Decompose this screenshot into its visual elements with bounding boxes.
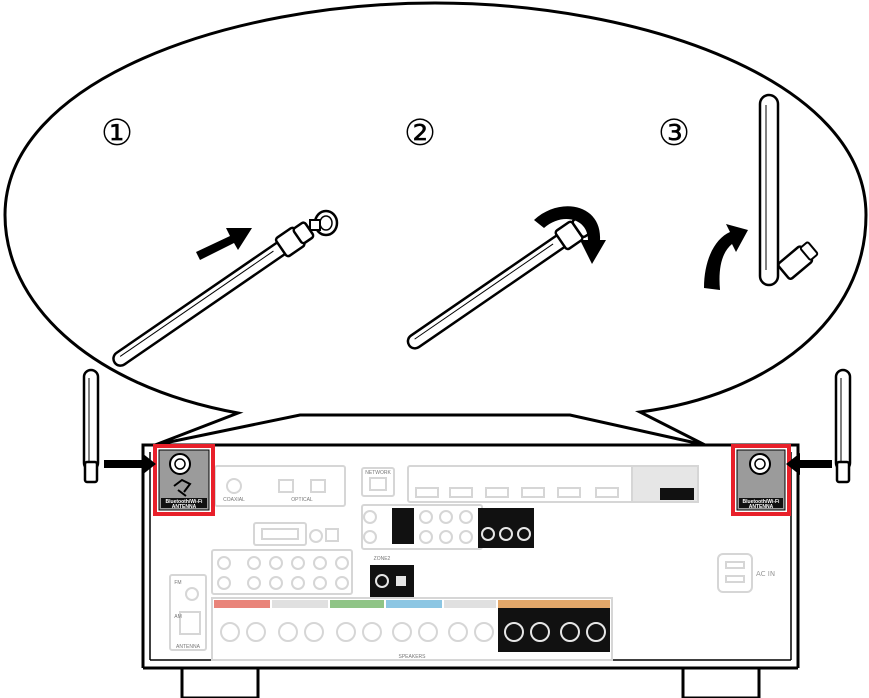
step-number-3: ③ (658, 113, 690, 154)
insert-arrow-right-icon (786, 453, 832, 475)
bend-arrow-icon (704, 224, 748, 290)
zone2-label: ZONE2 (374, 556, 391, 562)
antenna-left-label: Bluetooth/Wi-Fi (166, 499, 204, 505)
external-antenna-left (82, 368, 100, 484)
antenna-terminal-right: Bluetooth/Wi-Fi ANTENNA (731, 444, 791, 516)
antenna-terminal-left: Bluetooth/Wi-Fi ANTENNA (153, 444, 215, 516)
antenna-upright-icon (758, 93, 780, 287)
push-arrow-icon (196, 228, 252, 260)
antenna-right-label: Bluetooth/Wi-Fi (743, 499, 781, 505)
center-band (330, 600, 384, 608)
connector-nut-icon (309, 209, 339, 237)
ac-in-label: AC IN (756, 570, 775, 578)
antenna-left-sub: ANTENNA (172, 504, 197, 510)
external-antenna-right (834, 368, 852, 484)
front-a-band (214, 600, 270, 608)
step-2-illustration (406, 206, 606, 350)
insert-arrow-left-icon (104, 453, 156, 475)
step-number-2: ② (404, 113, 436, 154)
right-foot (681, 666, 761, 698)
rotate-arrow-icon (534, 206, 606, 264)
coaxial-label: COAXIAL (223, 497, 245, 503)
fm-am-antenna-label: ANTENNA (176, 644, 201, 650)
faded-connectors (169, 465, 753, 651)
step-3-illustration (704, 93, 819, 290)
speaker-terminals: SPEAKERS (211, 597, 613, 661)
step-1-illustration (112, 209, 339, 367)
bluetooth-wifi-icon (173, 478, 192, 497)
antenna-right-sub: ANTENNA (749, 504, 774, 510)
network-label: NETWORK (365, 470, 391, 476)
optical-label: OPTICAL (291, 497, 313, 503)
left-foot (180, 666, 260, 698)
am-label: AM (174, 614, 182, 620)
surround-a-band (386, 600, 442, 608)
surround-back-band (498, 600, 610, 608)
speakers-label: SPEAKERS (399, 654, 427, 660)
fm-label: FM (174, 580, 181, 586)
receiver-rear-panel: SPEAKERS NETWORK COAXIAL OPTICAL FM AM A… (141, 443, 800, 698)
step-number-1: ① (101, 113, 133, 154)
callout-bubble (3, 1, 868, 447)
